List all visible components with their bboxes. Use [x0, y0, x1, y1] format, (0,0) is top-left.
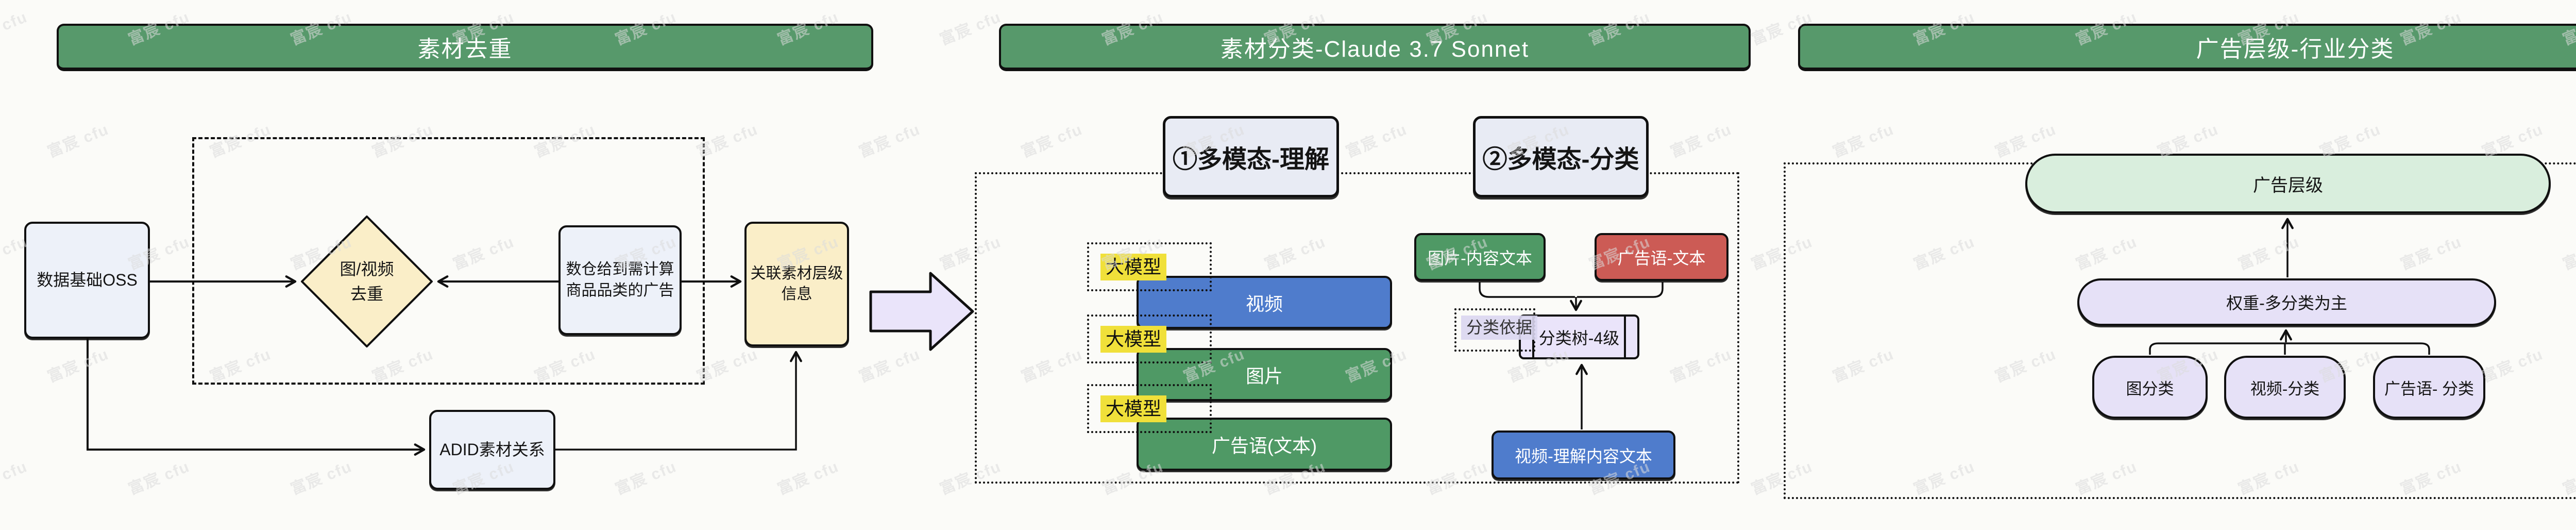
node-assoc-material-level: 关联素材层级 信息 [744, 222, 849, 346]
node-data-oss: 数据基础OSS [24, 222, 150, 339]
wire-adid-to-assoc [555, 351, 802, 451]
wire-imagetext-bracket [1479, 282, 1575, 298]
pill-adcopy-classification-label: 广告语- 分类 [2384, 379, 2474, 398]
dedup-dashed-region [192, 137, 705, 385]
section-hierarchy-banner: 广告层级-行业分类 [1798, 24, 2576, 71]
header-understand-label: ①多模态-理解 [1173, 146, 1329, 173]
section-classify-banner: 素材分类-Claude 3.7 Sonnet [999, 24, 1751, 71]
box-video-understood-text-label: 视频-理解内容文本 [1515, 446, 1652, 466]
pill-adcopy-classification: 广告语- 分类 [2373, 356, 2485, 419]
node-classification-tree-label: 分类树-4级 [1538, 328, 1620, 347]
box-video-understood-text: 视频-理解内容文本 [1492, 430, 1675, 479]
pill-weight-label: 权重-多分类为主 [2226, 294, 2347, 312]
bar-adcopy: 广告语(文本) [1137, 418, 1392, 471]
section-dedup-title: 素材去重 [417, 36, 513, 62]
model-tag-video: 大模型 [1100, 254, 1167, 280]
node-warehouse-line2: 商品品类的广告 [566, 281, 674, 299]
model-tag-adcopy: 大模型 [1100, 395, 1167, 422]
node-classification-tree: 分类树-4级 [1519, 314, 1639, 359]
bar-video: 视频 [1137, 276, 1392, 329]
bar-image-label: 图片 [1245, 365, 1283, 387]
header-multimodal-classify: ②多模态-分类 [1473, 116, 1649, 197]
box-image-content-text-label: 图片-内容文本 [1428, 249, 1532, 268]
wire-imagecls-bracket [2149, 342, 2286, 355]
node-warehouse-line1: 数仓给到需计算 [566, 261, 674, 278]
classify-dotted-region [975, 172, 1739, 484]
pill-ad-level: 广告层级 [2025, 154, 2551, 213]
pill-ad-level-label: 广告层级 [2253, 175, 2323, 195]
bar-adcopy-label: 广告语(文本) [1212, 435, 1317, 456]
wire-adcopycls-bracket [2286, 342, 2430, 355]
tree-side-bar-right [1624, 317, 1626, 357]
model-tag-box-video [1087, 242, 1212, 291]
box-adcopy-text-label: 广告语-文本 [1617, 249, 1706, 268]
node-warehouse: 数仓给到需计算 商品品类的广告 [558, 225, 682, 335]
section-transition-arrow [869, 272, 974, 351]
node-dedupe-diamond-label: 图/视频 去重 [302, 249, 431, 314]
node-adid-label: ADID素材关系 [439, 440, 545, 459]
pill-video-classification-label: 视频-分类 [2250, 379, 2320, 398]
bar-image: 图片 [1137, 348, 1392, 401]
box-image-content-text: 图片-内容文本 [1414, 233, 1546, 281]
node-adid-relation: ADID素材关系 [429, 410, 555, 490]
header-multimodal-understand: ①多模态-理解 [1163, 116, 1339, 197]
diamond-line1: 图/视频 [340, 260, 394, 278]
pill-image-classification-label: 图分类 [2126, 379, 2174, 398]
node-assoc-line1: 关联素材层级 [750, 264, 843, 282]
wire-oss-to-adid [87, 339, 426, 456]
box-adcopy-text: 广告语-文本 [1595, 233, 1728, 281]
section-classify-title: 素材分类-Claude 3.7 Sonnet [1220, 36, 1530, 62]
model-tag-box-image [1087, 314, 1212, 363]
dedupe-diamond-shape [301, 216, 433, 347]
basis-tag: 分类依据 [1461, 316, 1538, 340]
model-tag-box-adcopy [1087, 384, 1212, 433]
node-data-oss-label: 数据基础OSS [37, 270, 138, 289]
section-dedup-banner: 素材去重 [57, 24, 873, 71]
wire-adcopytext-bracket [1577, 282, 1664, 298]
bar-video-label: 视频 [1245, 293, 1283, 314]
pill-video-classification: 视频-分类 [2224, 356, 2346, 419]
diamond-line2: 去重 [350, 285, 383, 303]
header-classify-label: ②多模态-分类 [1482, 146, 1639, 173]
model-tag-image: 大模型 [1100, 326, 1167, 353]
pill-image-classification: 图分类 [2092, 356, 2208, 419]
pill-weight-multiclass: 权重-多分类为主 [2077, 278, 2496, 326]
section-hierarchy-title: 广告层级-行业分类 [2196, 36, 2395, 62]
node-assoc-line2: 信息 [781, 286, 812, 303]
